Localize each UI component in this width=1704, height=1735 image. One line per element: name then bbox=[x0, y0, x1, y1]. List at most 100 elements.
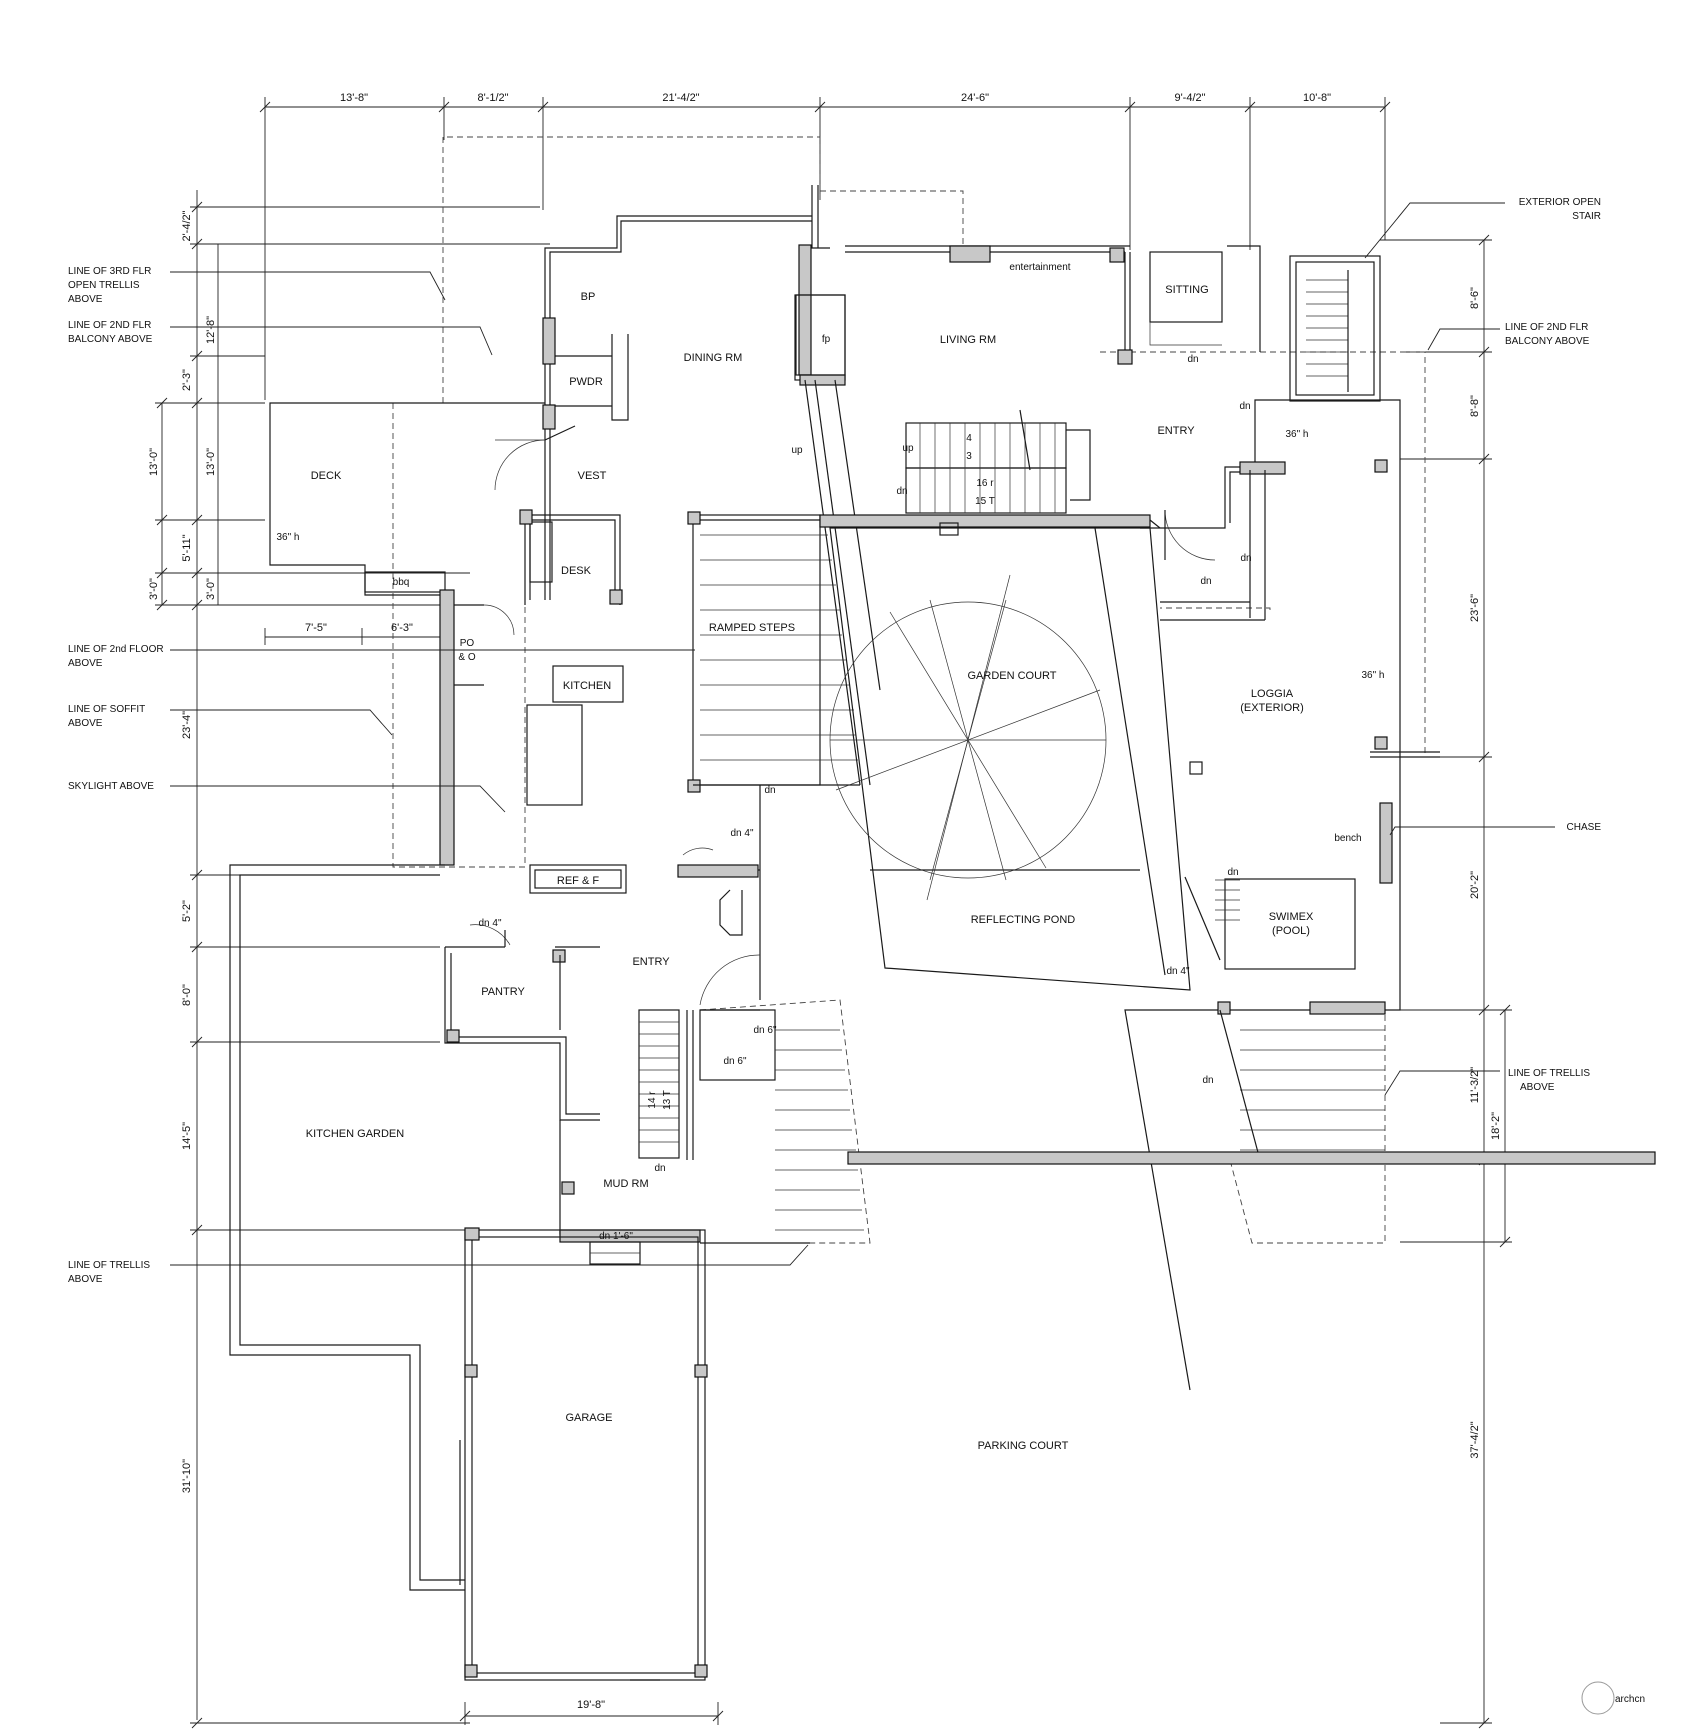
dim-left-2: 12'-8" bbox=[205, 316, 217, 344]
note-dn-entry: dn bbox=[1187, 354, 1198, 365]
note-dn4-b: dn 4" bbox=[478, 918, 501, 929]
note-entertainment: entertainment bbox=[1009, 262, 1070, 273]
kitchen-garden-outline bbox=[229, 864, 465, 1591]
dim-top-6: 10'-8" bbox=[1303, 92, 1331, 104]
note-dn6-b: dn 6" bbox=[723, 1056, 746, 1067]
exterior-stair bbox=[1289, 255, 1381, 402]
note-riser-3: 3 bbox=[966, 451, 972, 462]
room-kitchen-garden: KITCHEN GARDEN bbox=[306, 1128, 404, 1140]
entry-mudroom bbox=[559, 847, 776, 1265]
dim-left-4: 13'-0" bbox=[148, 448, 160, 476]
room-pantry: PANTRY bbox=[481, 986, 525, 998]
note-36h-loggia: 36" h bbox=[1361, 670, 1384, 681]
room-desk: DESK bbox=[561, 565, 592, 577]
dim-left-9: 8'-0" bbox=[181, 984, 193, 1006]
callout-trellis-right-l1: LINE OF TRELLIS bbox=[1508, 1068, 1590, 1079]
callout-trellis3-l2: OPEN TRELLIS bbox=[68, 280, 140, 291]
room-loggia-sub: (EXTERIOR) bbox=[1240, 702, 1304, 714]
room-deck: DECK bbox=[311, 470, 342, 482]
dim-left-7: 23'-4" bbox=[181, 711, 193, 739]
room-vest: VEST bbox=[578, 470, 607, 482]
callout-trellis-left-l1: LINE OF TRELLIS bbox=[68, 1260, 150, 1271]
callout-trellis-left: LINE OF TRELLIS ABOVE bbox=[68, 1260, 150, 1285]
note-36h-entry: 36" h bbox=[1285, 429, 1308, 440]
callout-skylight: SKYLIGHT ABOVE bbox=[68, 781, 154, 792]
dim-left-6: 3'-0" bbox=[148, 578, 160, 600]
dim-bottom: 19'-8" bbox=[577, 1699, 605, 1711]
room-parking-court: PARKING COURT bbox=[978, 1440, 1069, 1452]
room-labels: BP PWDR DINING RM LIVING RM SITTING ENTR… bbox=[306, 284, 1314, 1452]
dim-top-5: 9'-4/2" bbox=[1174, 92, 1205, 104]
dim-deck-1: 7'-5" bbox=[305, 622, 327, 634]
room-bp: BP bbox=[581, 291, 596, 303]
room-garage: GARAGE bbox=[565, 1412, 612, 1424]
dim-left-inner-2: 3'-0" bbox=[205, 578, 217, 600]
room-dining: DINING RM bbox=[684, 352, 743, 364]
dim-deck-2: 6'-3" bbox=[391, 622, 413, 634]
callout-balcony-left: LINE OF 2ND FLR BALCONY ABOVE bbox=[68, 320, 153, 345]
callout-soffit-l2: ABOVE bbox=[68, 718, 103, 729]
left-dimension-string: 2'-4/2" 12'-8" 2'-3" 13'-0" 5'-11" 3'-0"… bbox=[148, 190, 550, 1729]
dim-left-8: 5'-2" bbox=[181, 900, 193, 922]
note-bench: bench bbox=[1334, 833, 1361, 844]
note-dn-mud: dn bbox=[654, 1163, 665, 1174]
callout-balcony-right: LINE OF 2ND FLR BALCONY ABOVE bbox=[1505, 322, 1590, 347]
kitchen-garden-inner bbox=[239, 874, 465, 1581]
bottom-dimension-string: 19'-8" bbox=[459, 1699, 724, 1725]
deck-outline bbox=[269, 402, 545, 596]
long-site-wall bbox=[847, 1151, 1656, 1165]
note-up-ramp: up bbox=[791, 445, 803, 456]
watermark-text: archcn bbox=[1615, 1694, 1645, 1705]
note-fp: fp bbox=[822, 334, 831, 345]
callout-leaders bbox=[170, 202, 1555, 1266]
top-dimension-string: 13'-8" 8'-1/2" 21'-4/2" 24'-6" 9'-4/2" 1… bbox=[259, 92, 1391, 400]
note-dn-trellis: dn bbox=[1202, 1075, 1213, 1086]
dim-top-4: 24'-6" bbox=[961, 92, 989, 104]
living-room bbox=[794, 185, 1261, 386]
callout-2nd-floor-l2: ABOVE bbox=[68, 658, 103, 669]
room-garden-court: GARDEN COURT bbox=[967, 670, 1056, 682]
dim-left-10: 14'-5" bbox=[181, 1122, 193, 1150]
loggia bbox=[1124, 399, 1440, 1391]
note-dn4-a: dn 4" bbox=[730, 828, 753, 839]
ramped-steps bbox=[687, 511, 860, 870]
note-dn6-a: dn 6" bbox=[753, 1025, 776, 1036]
dim-right-1: 8'-6" bbox=[1469, 287, 1481, 309]
dim-right-3: 23'-6" bbox=[1469, 594, 1481, 622]
dim-right-2: 8'-8" bbox=[1469, 395, 1481, 417]
room-reflecting-pond: REFLECTING POND bbox=[971, 914, 1076, 926]
desk-area bbox=[519, 509, 623, 605]
room-entry-upper: ENTRY bbox=[1157, 425, 1195, 437]
note-dn-r2: dn bbox=[1240, 553, 1251, 564]
note-dn-r1: dn bbox=[1239, 401, 1250, 412]
note-dn4-pond: dn 4" bbox=[1166, 966, 1189, 977]
entry-steps bbox=[700, 1029, 864, 1244]
callout-trellis3-l1: LINE OF 3RD FLR bbox=[68, 266, 151, 277]
dim-top-2: 8'-1/2" bbox=[477, 92, 508, 104]
dim-top-3: 21'-4/2" bbox=[662, 92, 699, 104]
note-dn-ramp: dn bbox=[764, 785, 775, 796]
callout-3rd-floor-trellis: LINE OF 3RD FLR OPEN TRELLIS ABOVE bbox=[68, 266, 151, 305]
callout-trellis-right-l2: ABOVE bbox=[1520, 1082, 1555, 1093]
note-riser-14: 14 r bbox=[647, 1091, 658, 1109]
callout-soffit-l1: LINE OF SOFFIT bbox=[68, 704, 145, 715]
pantry-area bbox=[444, 924, 600, 1121]
dim-left-3: 2'-3" bbox=[181, 369, 193, 391]
callout-trellis-right: LINE OF TRELLIS ABOVE bbox=[1508, 1068, 1590, 1093]
room-living: LIVING RM bbox=[940, 334, 996, 346]
callout-2nd-floor-l1: LINE OF 2nd FLOOR bbox=[68, 644, 164, 655]
note-riser-4: 4 bbox=[966, 433, 972, 444]
callout-balcony-left-l2: BALCONY ABOVE bbox=[68, 334, 153, 345]
note-dn-1-6: dn 1'-6" bbox=[599, 1231, 633, 1242]
note-dn-stair: dn bbox=[896, 486, 907, 497]
room-ref: REF & F bbox=[557, 875, 599, 887]
living-stair bbox=[905, 409, 1091, 514]
plan-notes: entertainment fp bbq bench 36" h 36" h 3… bbox=[276, 262, 1384, 1242]
dim-right-7: 37'-4/2" bbox=[1469, 1421, 1481, 1458]
room-loggia: LOGGIA bbox=[1251, 688, 1294, 700]
callout-balcony-left-l1: LINE OF 2ND FLR bbox=[68, 320, 151, 331]
dim-right-6: 18'-2" bbox=[1490, 1112, 1502, 1140]
dim-left-1: 2'-4/2" bbox=[181, 210, 193, 241]
right-dimension-string: 8'-6" 8'-8" 23'-6" 20'-2" 11'-3/2" 18'-2… bbox=[1380, 234, 1512, 1729]
